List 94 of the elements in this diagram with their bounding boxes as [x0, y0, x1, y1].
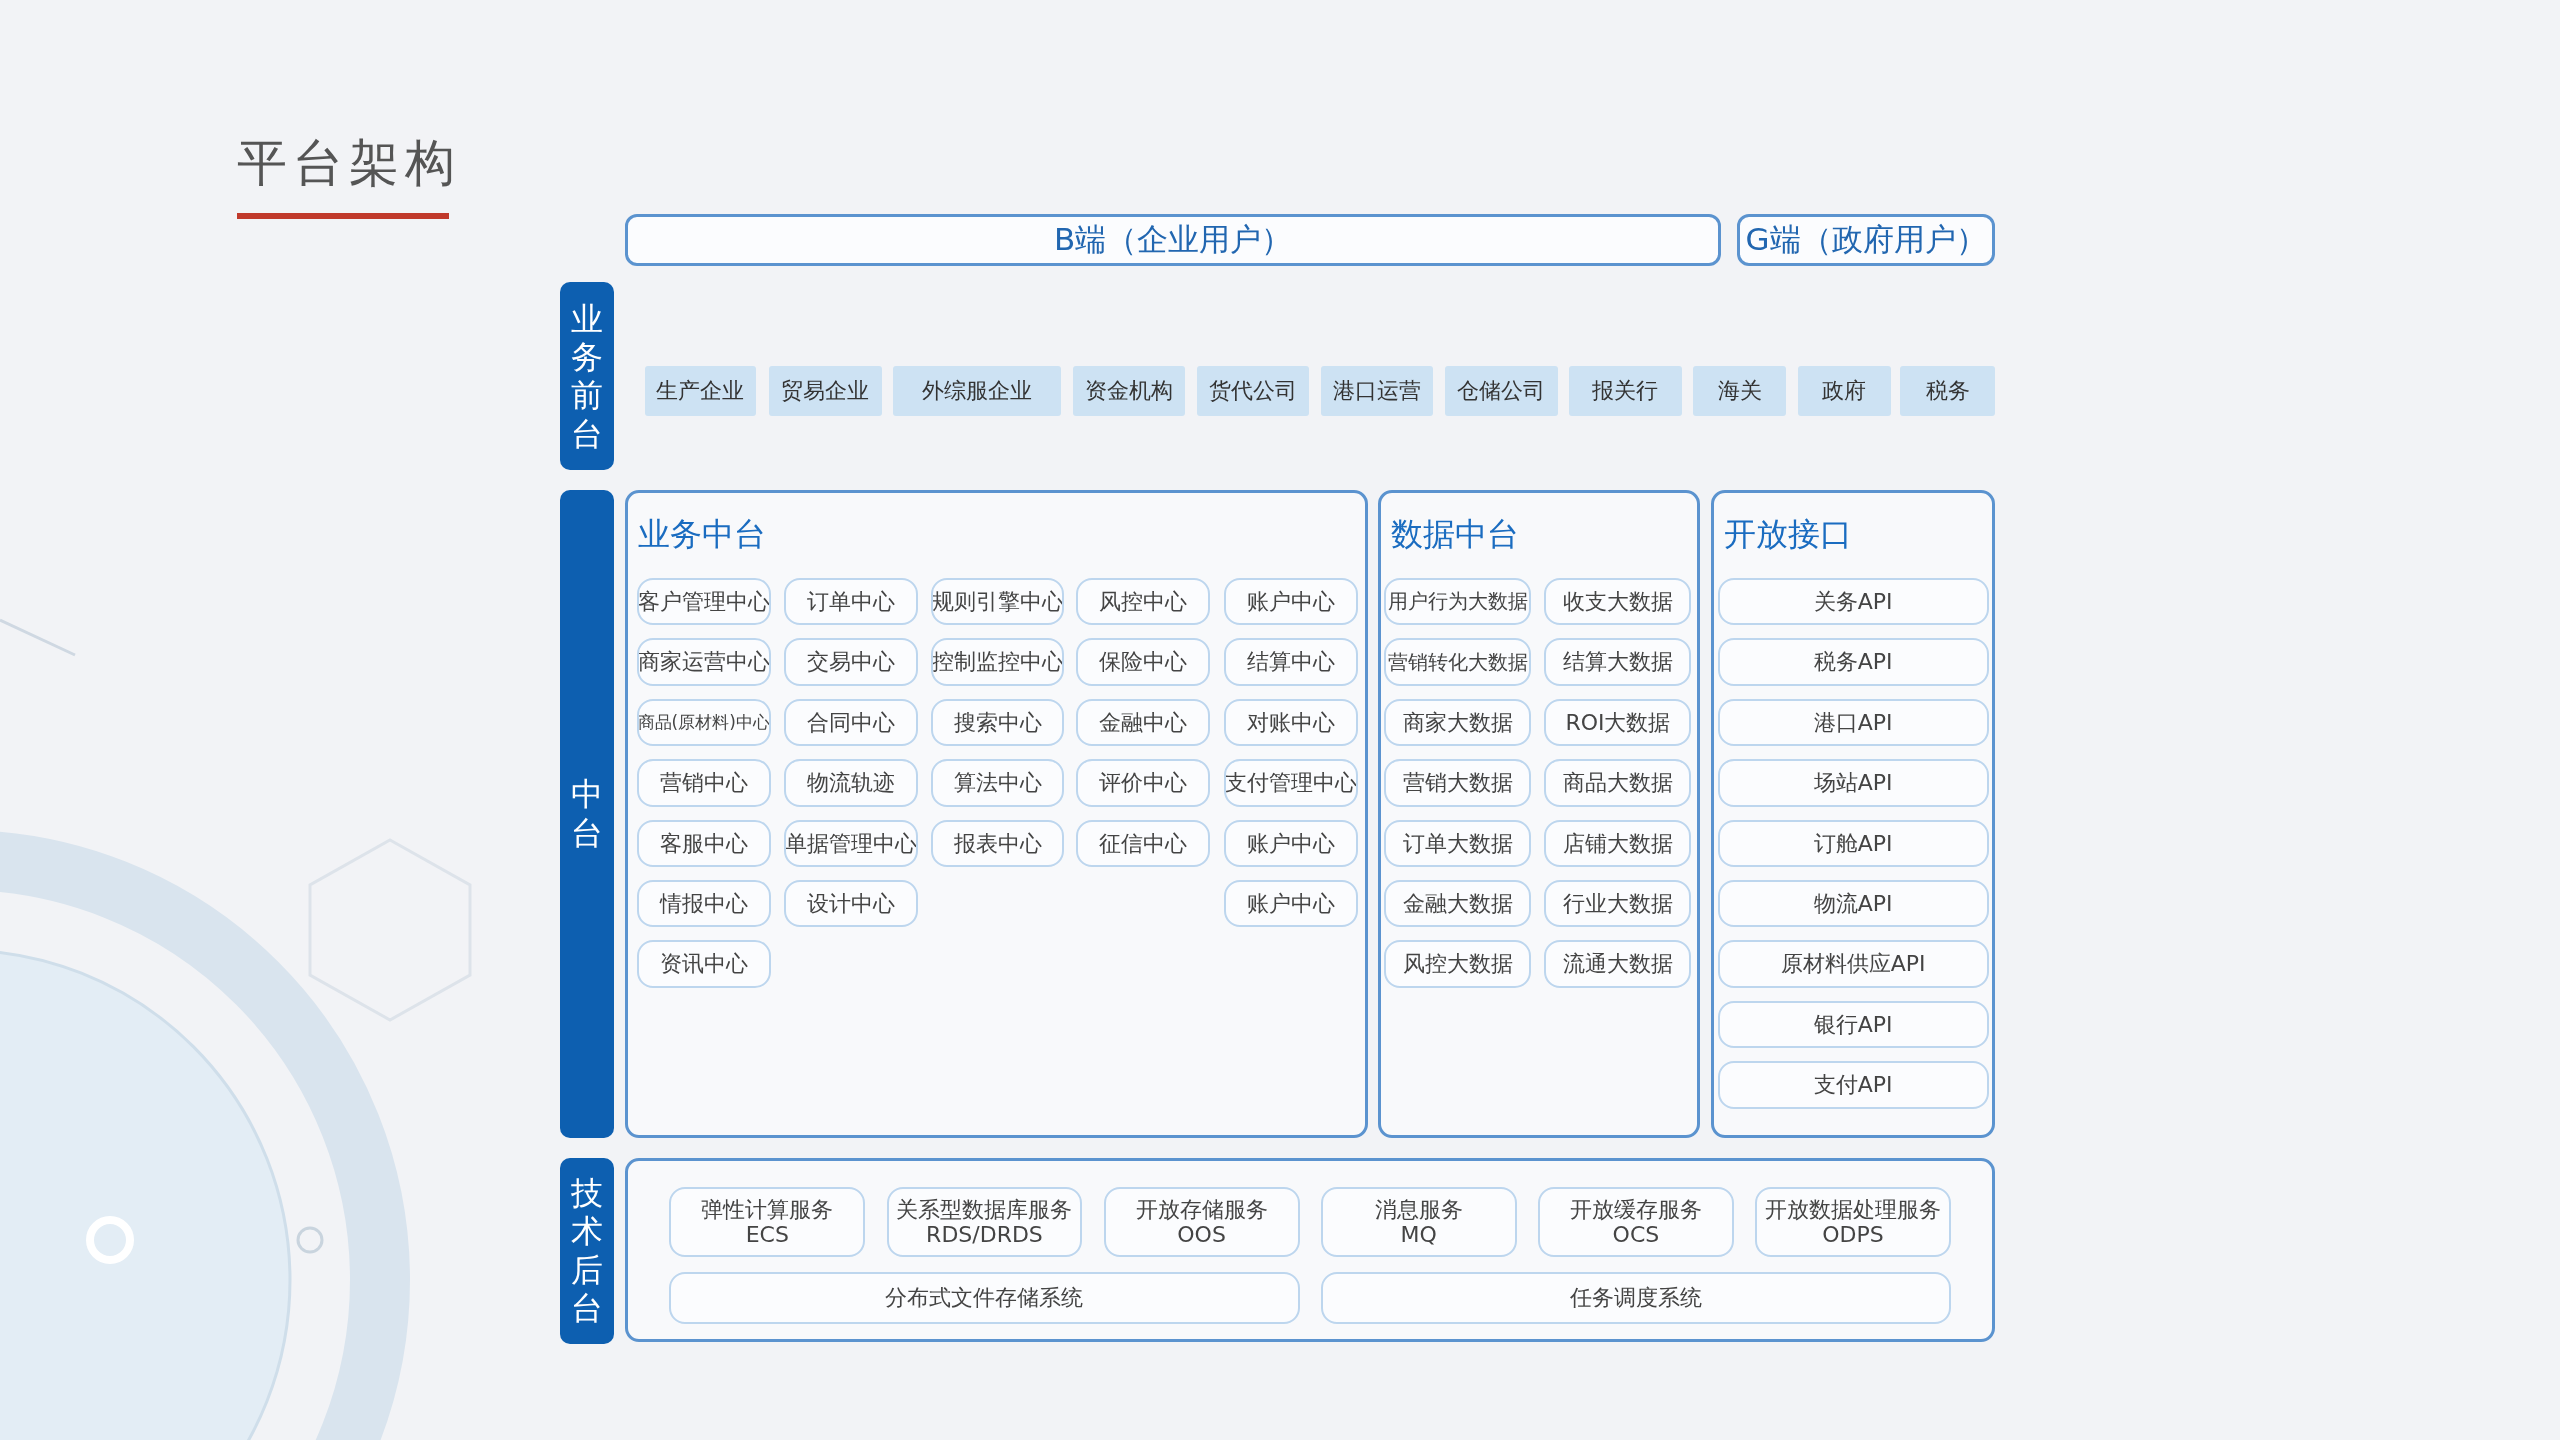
module-pill: 保险中心 — [1075, 638, 1210, 686]
module-pill: 风控大数据 — [1384, 940, 1532, 988]
module-pill: 结算大数据 — [1544, 638, 1692, 686]
user-tag: 港口运营 — [1320, 365, 1434, 417]
module-pill: 账户中心 — [1224, 819, 1359, 867]
panel-heading: 业务中台 — [638, 513, 767, 555]
module-pill: 报表中心 — [930, 819, 1065, 867]
module-pill: 订单中心 — [783, 577, 918, 626]
module-pill: 评价中心 — [1075, 759, 1210, 807]
module-pill: 商品大数据 — [1544, 759, 1692, 807]
pill-text: OOS — [1177, 1222, 1226, 1248]
user-tag: 货代公司 — [1196, 365, 1310, 417]
user-tag: 政府 — [1797, 365, 1891, 417]
layer-band: 技术后台 — [560, 1157, 614, 1344]
module-pill: 金融中心 — [1075, 698, 1210, 747]
user-tag: 生产企业 — [644, 365, 756, 417]
module-pill: 商家运营中心 — [636, 638, 771, 686]
page-title: 平台架构 — [237, 133, 461, 194]
service-pill — [1537, 1186, 1734, 1258]
module-pill: 设计中心 — [783, 880, 918, 928]
module-pill: 营销大数据 — [1384, 759, 1532, 807]
module-pill: 支付管理中心 — [1224, 759, 1359, 807]
user-box: B端（企业用户） — [625, 213, 1721, 267]
pill-text: 开放数据处理服务 — [1765, 1196, 1942, 1222]
module-pill: 港口API — [1717, 698, 1989, 747]
module-pill: 单据管理中心 — [783, 819, 918, 867]
module-pill: 原材料供应API — [1717, 940, 1989, 988]
service-pill — [886, 1186, 1083, 1258]
module-pill: 银行API — [1717, 1000, 1989, 1049]
service-pill — [1320, 1186, 1517, 1258]
layer-panel — [1377, 489, 1700, 1138]
pill-text: 弹性计算服务 — [701, 1196, 834, 1222]
module-pill: 对账中心 — [1224, 698, 1359, 747]
pill-text: 关系型数据库服务 — [896, 1196, 1073, 1222]
pill-text: 消息服务 — [1374, 1196, 1463, 1222]
layer-band: 中台 — [560, 489, 614, 1138]
service-pill: 任务调度系统 — [1320, 1271, 1951, 1325]
pill-text: OCS — [1612, 1222, 1660, 1248]
user-box: G端（政府用户） — [1737, 213, 1996, 267]
service-pill — [1755, 1186, 1951, 1258]
module-pill: 客服中心 — [636, 819, 771, 867]
module-pill: 资讯中心 — [636, 940, 771, 988]
module-pill: 订单大数据 — [1384, 819, 1532, 867]
user-tag: 资金机构 — [1072, 365, 1186, 417]
module-pill: 规则引擎中心 — [930, 577, 1065, 626]
module-pill: 账户中心 — [1224, 880, 1359, 928]
module-pill: 营销中心 — [636, 759, 771, 807]
user-tag: 税务 — [1900, 365, 1996, 417]
panel-heading: 数据中台 — [1390, 513, 1519, 555]
module-pill: 金融大数据 — [1384, 880, 1532, 928]
user-tag: 海关 — [1693, 365, 1787, 417]
module-pill: 订舱API — [1717, 819, 1989, 867]
pill-text: ECS — [745, 1222, 789, 1248]
module-pill: 流通大数据 — [1544, 940, 1692, 988]
module-pill: 店铺大数据 — [1544, 819, 1692, 867]
module-pill: 用户行为大数据 — [1384, 577, 1532, 626]
module-pill: 风控中心 — [1075, 577, 1210, 626]
module-pill: 算法中心 — [930, 759, 1065, 807]
module-pill: 结算中心 — [1224, 638, 1359, 686]
module-pill: ROI大数据 — [1544, 698, 1692, 747]
pill-text: 开放缓存服务 — [1569, 1196, 1702, 1222]
user-tag: 报关行 — [1568, 365, 1682, 417]
layer-panel — [625, 1157, 1996, 1343]
module-pill: 关务API — [1717, 577, 1989, 626]
layer-panel — [625, 489, 1369, 1138]
module-pill: 交易中心 — [783, 638, 918, 686]
module-pill: 支付API — [1717, 1061, 1989, 1109]
pill-text: 开放存储服务 — [1135, 1196, 1268, 1222]
service-pill — [1103, 1186, 1300, 1258]
module-pill: 客户管理中心 — [636, 577, 771, 626]
module-pill: 情报中心 — [636, 880, 771, 928]
module-pill: 税务API — [1717, 638, 1989, 686]
module-pill: 场站API — [1717, 759, 1989, 807]
pill-text: RDS/DRDS — [926, 1222, 1043, 1248]
pill-text: MQ — [1400, 1222, 1437, 1248]
module-pill: 营销转化大数据 — [1384, 638, 1532, 686]
user-tag: 外综服企业 — [893, 365, 1062, 417]
user-tag: 仓储公司 — [1444, 365, 1558, 417]
module-pill: 收支大数据 — [1544, 577, 1692, 626]
module-pill: 行业大数据 — [1544, 880, 1692, 928]
module-pill: 账户中心 — [1224, 577, 1359, 626]
module-pill: 物流轨迹 — [783, 759, 918, 807]
module-pill: 搜索中心 — [930, 698, 1065, 747]
module-pill: 征信中心 — [1075, 819, 1210, 867]
service-pill: 分布式文件存储系统 — [669, 1271, 1300, 1325]
module-pill: 商家大数据 — [1384, 698, 1532, 747]
panel-heading: 开放接口 — [1724, 513, 1852, 555]
module-pill: 物流API — [1717, 880, 1989, 928]
user-tag: 贸易企业 — [768, 365, 882, 417]
pill-text: ODPS — [1822, 1222, 1884, 1248]
service-pill — [669, 1186, 866, 1258]
layer-band: 业务前台 — [560, 282, 614, 471]
module-pill: 合同中心 — [783, 698, 918, 747]
layer-panel — [1711, 489, 1996, 1138]
